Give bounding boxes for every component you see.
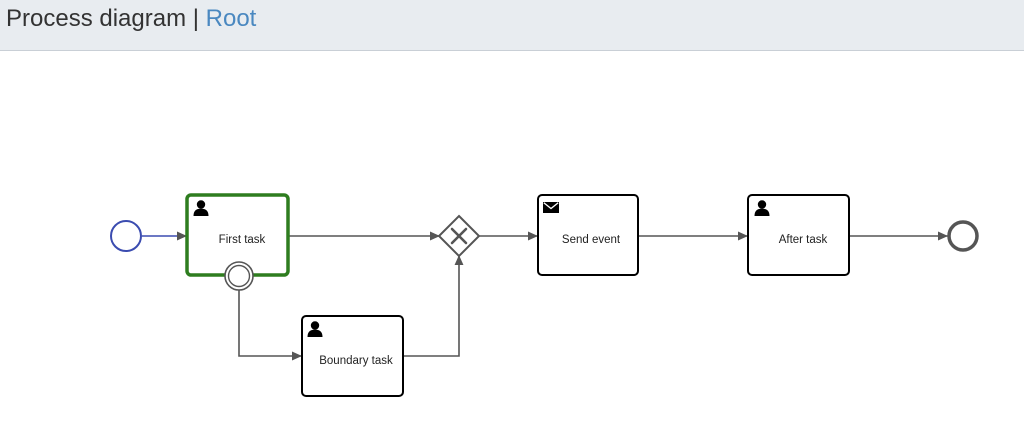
task-send-event[interactable]: Send event (537, 194, 639, 276)
end-event[interactable] (947, 220, 979, 252)
sequence-flows (142, 231, 948, 361)
boundary-event[interactable] (224, 261, 254, 291)
page-header: Process diagram | Root (0, 0, 1024, 51)
breadcrumb-root-link[interactable]: Root (205, 5, 257, 32)
title-separator: | (192, 5, 199, 32)
flow-boundary-event-to-boundary-task[interactable] (238, 290, 302, 361)
start-event[interactable] (110, 220, 142, 252)
process-diagram: First task Boundary task (110, 193, 979, 397)
flow-boundary-task-to-gateway[interactable] (403, 255, 464, 357)
user-icon (193, 200, 209, 216)
user-icon (754, 200, 770, 216)
page-title: Process diagram | Root (6, 4, 256, 34)
task-label: Boundary task (319, 355, 393, 367)
user-icon (307, 321, 323, 337)
x-icon (450, 227, 468, 245)
diagram-canvas: First task Boundary task (0, 52, 1024, 443)
task-boundary-task[interactable]: Boundary task (301, 315, 404, 397)
task-label: Send event (562, 234, 621, 246)
exclusive-gateway[interactable] (437, 214, 481, 258)
task-label: First task (219, 234, 266, 246)
task-first-task[interactable]: First task (185, 193, 290, 277)
task-label: After task (779, 234, 828, 246)
task-after-task[interactable]: After task (747, 194, 850, 276)
title-text: Process diagram (6, 5, 187, 32)
envelope-icon (543, 202, 559, 213)
